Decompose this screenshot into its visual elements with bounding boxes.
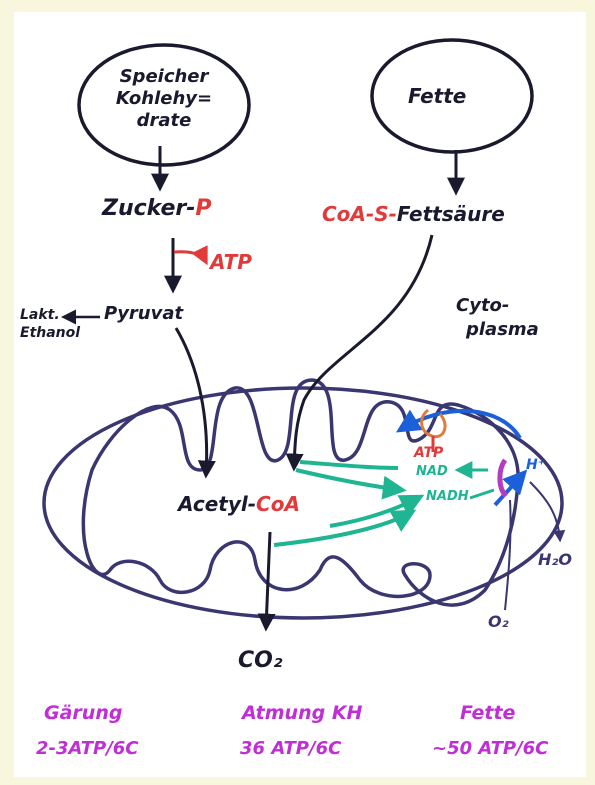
- green-arrow-2: [296, 470, 402, 490]
- oxygen-label: O₂: [488, 614, 509, 630]
- coa-text: CoA: [256, 492, 300, 516]
- summary-header-fats: Fette: [460, 704, 515, 723]
- fats-label: Fette: [408, 86, 466, 106]
- arrow-acetyl-to-co2: [266, 532, 270, 628]
- co2-label: CO₂: [238, 650, 282, 672]
- storage-carbs-label: Speicher Kohlehy= drate: [114, 66, 214, 132]
- acetyl-text: Acetyl-: [178, 492, 256, 516]
- cytoplasm-line-1: Cyto-: [456, 294, 539, 318]
- mitochondrion-outer-membrane: [44, 388, 562, 618]
- pyruvate-label: Pyruvat: [104, 305, 183, 323]
- summary-header-fermentation: Gärung: [44, 704, 122, 723]
- nadh-label: NADH: [426, 490, 469, 503]
- green-nadh-line: [470, 490, 494, 498]
- water-label: H₂O: [538, 552, 572, 568]
- lactate-label: Lakt.: [20, 308, 60, 322]
- electron-transport-complex: [500, 460, 506, 496]
- proton-label: H⁺: [526, 458, 545, 472]
- summary-yield-fermentation: 2-3ATP/6C: [36, 740, 139, 758]
- storage-carbs-line-3: drate: [114, 110, 214, 132]
- green-arrow-4: [274, 512, 412, 545]
- summary-header-respiration: Atmung KH: [242, 704, 362, 723]
- atp-branch-arrow: [174, 252, 206, 262]
- cytoplasm-line-2: plasma: [456, 318, 539, 342]
- acetyl-coa-label: Acetyl-CoA: [178, 494, 300, 514]
- fatty-acid-text: Fettsäure: [397, 202, 505, 226]
- oxygen-line: [505, 500, 511, 610]
- atp-glycolysis-label: ATP: [210, 252, 252, 272]
- summary-yield-respiration: 36 ATP/6C: [240, 740, 341, 758]
- green-arrow-1: [300, 462, 398, 468]
- nad-label: NAD: [416, 465, 448, 478]
- fatty-acid-label: CoA-S-Fettsäure: [322, 204, 505, 224]
- cytoplasm-label: Cyto- plasma: [456, 294, 539, 342]
- sugar-text: Zucker-: [102, 196, 195, 221]
- ethanol-label: Ethanol: [20, 326, 80, 340]
- summary-yield-fats: ~50 ATP/6C: [432, 740, 548, 758]
- coa-s-text: CoA-S-: [322, 202, 397, 226]
- atp-mito-label: ATP: [414, 446, 443, 460]
- storage-carbs-line-1: Speicher: [114, 66, 214, 88]
- storage-carbs-line-2: Kohlehy=: [114, 88, 214, 110]
- sugar-label: Zucker-P: [102, 198, 212, 220]
- sugar-phosphate: P: [195, 196, 211, 221]
- green-arrow-3: [330, 497, 420, 526]
